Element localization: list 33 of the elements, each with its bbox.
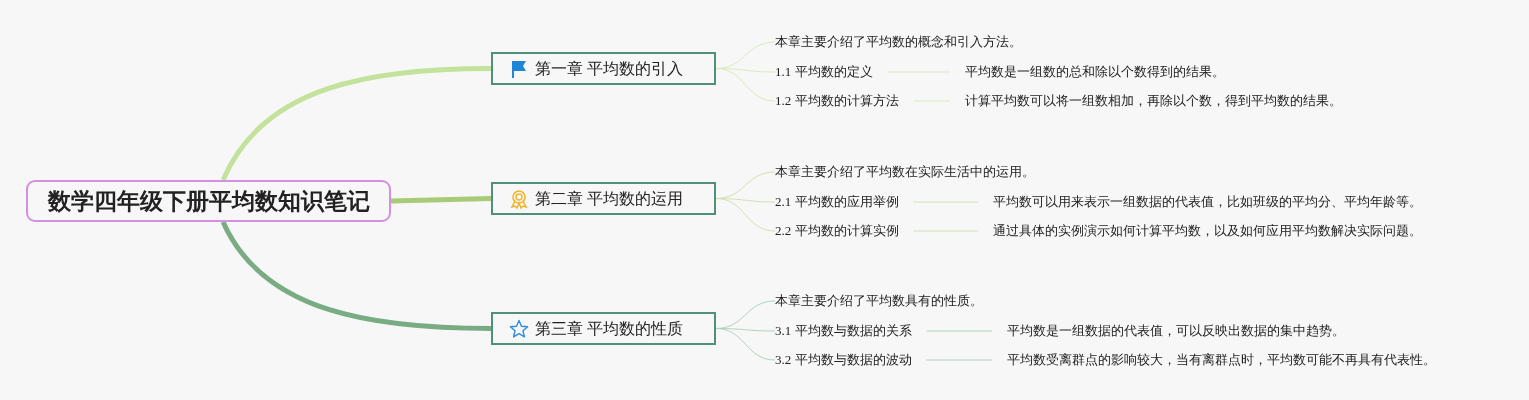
connector-line xyxy=(913,201,979,203)
chapter-title: 第二章 平均数的运用 xyxy=(535,189,684,209)
detail-text: 平均数可以用来表示一组数据的代表值，比如班级的平均分、平均年龄等。 xyxy=(993,194,1422,209)
detail-text: 计算平均数可以将一组数相加，再除以个数，得到平均数的结果。 xyxy=(965,93,1342,108)
summary-text: 本章主要介绍了平均数具有的性质。 xyxy=(775,293,983,308)
detail-text: 平均数是一组数据的代表值，可以反映出数据的集中趋势。 xyxy=(1007,323,1345,338)
chapter-box xyxy=(491,182,716,215)
summary-text: 本章主要介绍了平均数在实际生活中的运用。 xyxy=(775,164,1035,179)
branch-line xyxy=(390,196,492,204)
subtopic-text: 1.2 平均数的计算方法 xyxy=(775,93,899,108)
detail-text: 平均数受离群点的影响较大，当有离群点时，平均数可能不再具有代表性。 xyxy=(1007,352,1436,367)
connector-line xyxy=(926,359,993,361)
summary-text: 本章主要介绍了平均数的概念和引入方法。 xyxy=(775,34,1022,49)
subtopic-text: 3.1 平均数与数据的关系 xyxy=(775,323,912,338)
connector-line xyxy=(926,330,993,332)
chapter-title: 第一章 平均数的引入 xyxy=(535,59,684,79)
subtopic-text: 2.1 平均数的应用举例 xyxy=(775,194,899,209)
chapter-box xyxy=(491,52,716,85)
subtopic-text: 1.1 平均数的定义 xyxy=(775,64,873,79)
chapter-box xyxy=(491,312,716,345)
detail-text: 通过具体的实例演示如何计算平均数，以及如何应用平均数解决实际问题。 xyxy=(993,223,1422,238)
detail-text: 平均数是一组数的总和除以个数得到的结果。 xyxy=(965,64,1225,79)
connector-line xyxy=(715,198,776,232)
connector-line xyxy=(715,328,776,361)
connector-line xyxy=(715,68,776,102)
subtopic-text: 2.2 平均数的计算实例 xyxy=(775,223,899,238)
topic-title: 数学四年级下册平均数知识笔记 xyxy=(47,188,370,214)
branch-line xyxy=(220,66,492,182)
chapter-title: 第三章 平均数的性质 xyxy=(535,319,684,339)
connector-line xyxy=(913,230,979,232)
branch-line xyxy=(220,220,492,331)
central-topic-box xyxy=(26,180,391,222)
subtopic-text: 3.2 平均数与数据的波动 xyxy=(775,352,912,367)
